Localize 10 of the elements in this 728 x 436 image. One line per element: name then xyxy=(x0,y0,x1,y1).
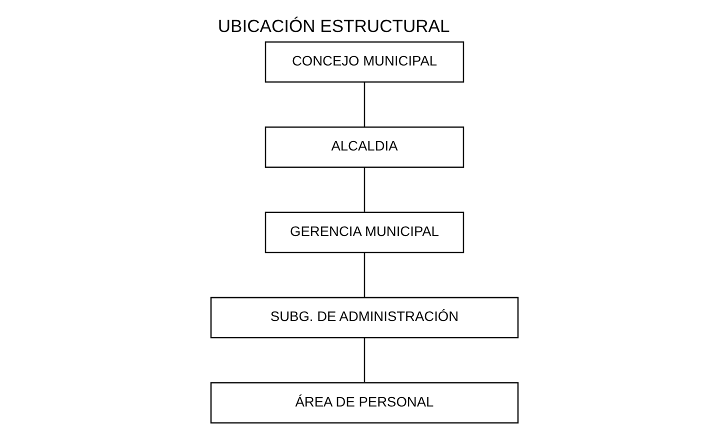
node-box: ÁREA DE PERSONAL xyxy=(210,382,518,424)
node-box: SUBG. DE ADMINISTRACIÓN xyxy=(210,296,518,338)
connector xyxy=(363,338,365,382)
node-box: ALCALDIA xyxy=(264,126,464,168)
connector xyxy=(363,167,365,212)
node-box: GERENCIA MUNICIPAL xyxy=(264,212,464,254)
node-box: CONCEJO MUNICIPAL xyxy=(264,41,464,83)
connector xyxy=(363,82,365,127)
connector xyxy=(363,252,365,297)
diagram-title: UBICACIÓN ESTRUCTURAL xyxy=(217,16,450,36)
